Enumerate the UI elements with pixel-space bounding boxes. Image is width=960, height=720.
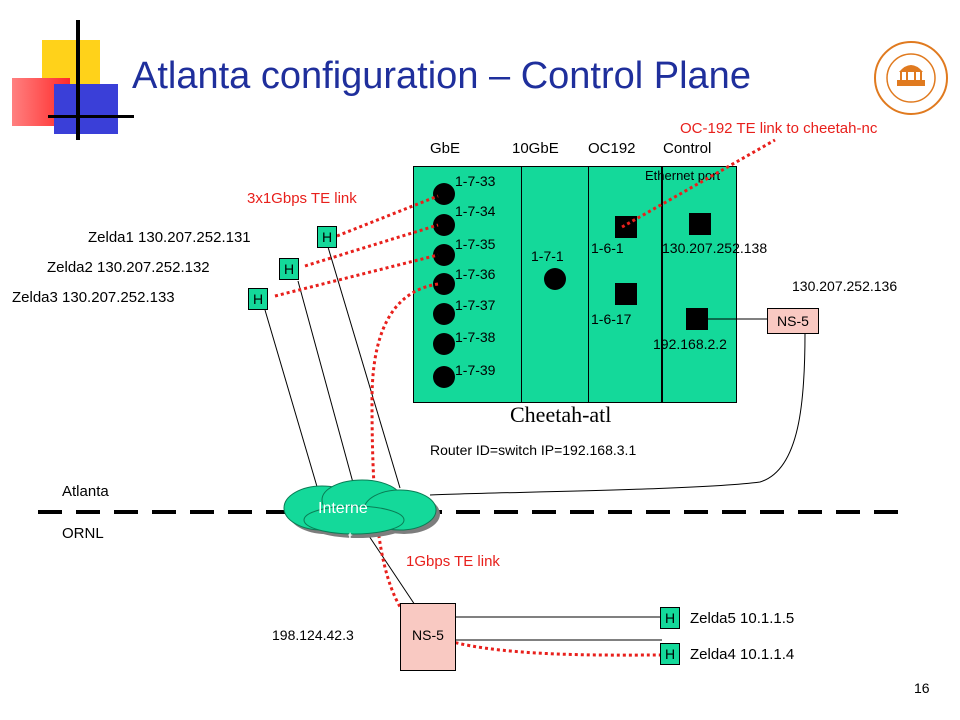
- slide-title: Atlanta configuration – Control Plane: [132, 55, 751, 97]
- host-zelda5-box: H: [660, 607, 680, 629]
- gbe-port-label: 1-7-37: [455, 297, 496, 313]
- gbps1-te-link-label: 1Gbps TE link: [406, 553, 500, 570]
- cloud-label-line1: Interne: [318, 500, 368, 517]
- host-zelda3-label: Zelda3 130.207.252.133: [12, 289, 175, 306]
- gbe-port-dot: [433, 214, 455, 236]
- logo-bar-vertical: [76, 20, 80, 140]
- host-zelda1-box: H: [317, 226, 337, 248]
- gbe-port-dot: [433, 333, 455, 355]
- site-atlanta: Atlanta: [62, 483, 109, 500]
- cloud-label-line2: t: [348, 530, 353, 547]
- host-zelda2-box: H: [279, 258, 299, 280]
- gbe-port-label: 1-7-36: [455, 266, 496, 282]
- oc192-port-label: 1-6-17: [591, 311, 632, 327]
- gbe-port-dot: [433, 303, 455, 325]
- oc192-port-square: [615, 283, 637, 305]
- oc192-port-square: [615, 216, 637, 238]
- gbe-port-dot: [433, 244, 455, 266]
- ethernet-port-label: Ethernet port: [645, 168, 721, 183]
- gbe-port-dot: [433, 183, 455, 205]
- host-zelda4-box: H: [660, 643, 680, 665]
- ns5-atlanta-box: NS-5: [767, 308, 819, 334]
- col-header-control: Control: [663, 140, 712, 157]
- gbe-port-label: 1-7-35: [455, 236, 496, 252]
- gbps3-te-link-label: 3x1Gbps TE link: [247, 190, 357, 207]
- gbe-port-label: 1-7-33: [455, 173, 496, 189]
- divider-10gbe-oc192: [588, 167, 589, 402]
- col-header-oc192: OC192: [588, 140, 636, 157]
- control-ip-top: 130.207.252.138: [662, 240, 768, 256]
- cheetah-switch: [413, 166, 737, 403]
- tengbe-port-label: 1-7-1: [531, 248, 564, 264]
- switch-name: Cheetah-atl: [510, 402, 612, 427]
- router-id: Router ID=switch IP=192.168.3.1: [430, 442, 637, 458]
- tengbe-port-dot: [544, 268, 566, 290]
- host-zelda1-label: Zelda1 130.207.252.131: [88, 229, 251, 246]
- col-header-10gbe: 10GbE: [512, 140, 559, 157]
- control-ip-bottom: 192.168.2.2: [653, 336, 727, 352]
- logo-block-blue: [54, 84, 118, 134]
- ns5-atlanta-ip: 130.207.252.136: [792, 278, 898, 294]
- gbe-port-label: 1-7-34: [455, 203, 496, 219]
- gbe-port-dot: [433, 273, 455, 295]
- internet-cloud-icon: [283, 479, 440, 538]
- gbe-port-label: 1-7-39: [455, 362, 496, 378]
- oc192-port-label: 1-6-1: [591, 240, 624, 256]
- host-zelda4-label: Zelda4 10.1.1.4: [690, 646, 795, 663]
- university-seal-icon: [874, 41, 948, 115]
- logo-bar-horizontal: [48, 115, 134, 118]
- control-port-square: [686, 308, 708, 330]
- ns5-ornl-ip: 198.124.42.3: [272, 627, 354, 643]
- control-port-square: [689, 213, 711, 235]
- col-header-gbe: GbE: [430, 140, 461, 157]
- host-zelda3-box: H: [248, 288, 268, 310]
- oc192-te-link-label: OC-192 TE link to cheetah-nc: [680, 120, 878, 137]
- ns5-ornl-box: NS-5: [400, 603, 456, 671]
- gbe-port-dot: [433, 366, 455, 388]
- divider-oc192-control: [661, 167, 663, 402]
- gbe-port-label: 1-7-38: [455, 329, 496, 345]
- site-ornl: ORNL: [62, 525, 104, 542]
- host-zelda2-label: Zelda2 130.207.252.132: [47, 259, 210, 276]
- host-zelda5-label: Zelda5 10.1.1.5: [690, 610, 795, 627]
- page-number: 16: [914, 680, 930, 696]
- divider-gbe-10gbe: [521, 167, 522, 402]
